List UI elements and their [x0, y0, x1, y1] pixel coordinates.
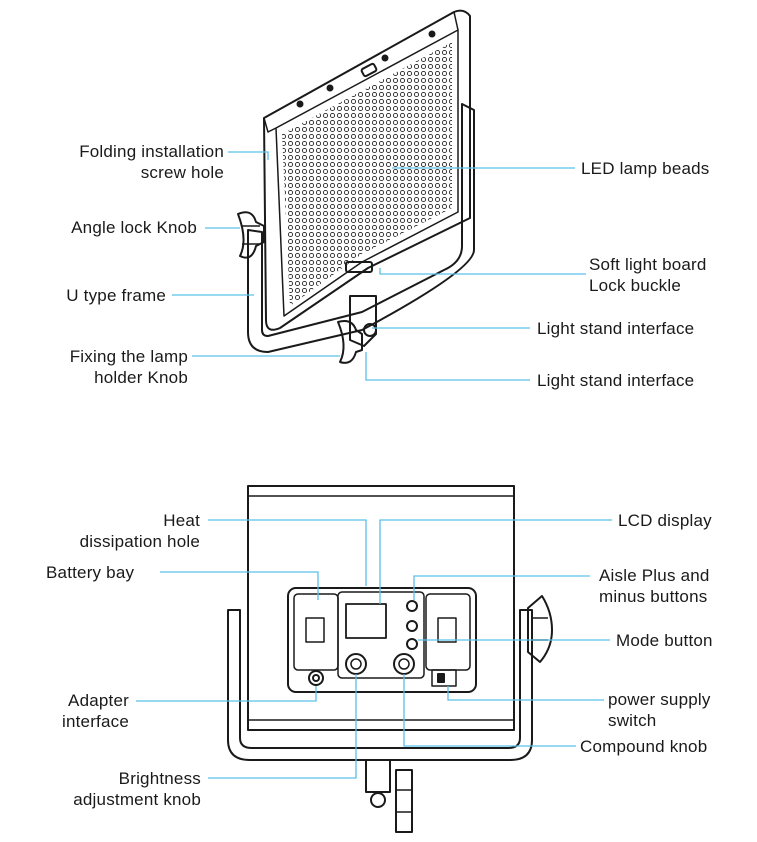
front-view-drawing: [247, 9, 475, 353]
power-switch-shape: [431, 669, 457, 687]
fixing-knob-shape: [337, 320, 363, 364]
label-led-lamp-beads: LED lamp beads: [581, 159, 710, 178]
adapter-port-shape: [308, 670, 324, 686]
led-bead-field: [282, 42, 452, 306]
label-brightness-knob: Brightness adjustment knob: [73, 769, 201, 809]
brightness-knob-shape: [345, 653, 367, 675]
leader-lines: [136, 151, 612, 779]
label-soft-light-board-buckle: Soft light board Lock buckle: [589, 255, 707, 295]
label-angle-lock-knob: Angle lock Knob: [71, 218, 197, 237]
u-type-frame: [247, 103, 475, 353]
label-u-type-frame: U type frame: [66, 286, 166, 305]
back-view-drawing: [227, 485, 553, 833]
mode-button-shape: [406, 638, 418, 650]
angle-lock-knob-shape: [237, 211, 265, 259]
u-frame-back: [227, 609, 533, 761]
label-light-stand-interface-2: Light stand interface: [537, 371, 695, 390]
label-mode-button: Mode button: [616, 631, 713, 650]
label-adapter-interface: Adapter interface: [61, 691, 129, 731]
battery-bay-right: [425, 593, 471, 671]
label-light-stand-interface-1: Light stand interface: [537, 319, 695, 338]
stand-interface-shape: [349, 295, 377, 347]
label-aisle-plus-minus: Aisle Plus and minus buttons: [599, 566, 710, 606]
label-folding-screw-hole: Folding installation screw hole: [79, 142, 224, 182]
label-compound-knob: Compound knob: [580, 737, 708, 756]
compound-knob-shape: [393, 653, 415, 675]
label-heat-dissipation-hole: Heat dissipation hole: [79, 511, 200, 551]
label-battery-bay: Battery bay: [46, 563, 135, 582]
label-fixing-lamp-holder-knob: Fixing the lamp holder Knob: [69, 347, 188, 387]
minus-button-shape: [406, 620, 418, 632]
soft-light-buckle-shape: [345, 261, 373, 273]
label-lcd-display: LCD display: [618, 511, 712, 530]
battery-bay-left: [293, 593, 339, 671]
label-power-supply-switch: power supply switch: [608, 690, 711, 730]
panel-body: [263, 9, 471, 331]
lcd-screen: [345, 603, 387, 639]
plus-button-shape: [406, 600, 418, 612]
